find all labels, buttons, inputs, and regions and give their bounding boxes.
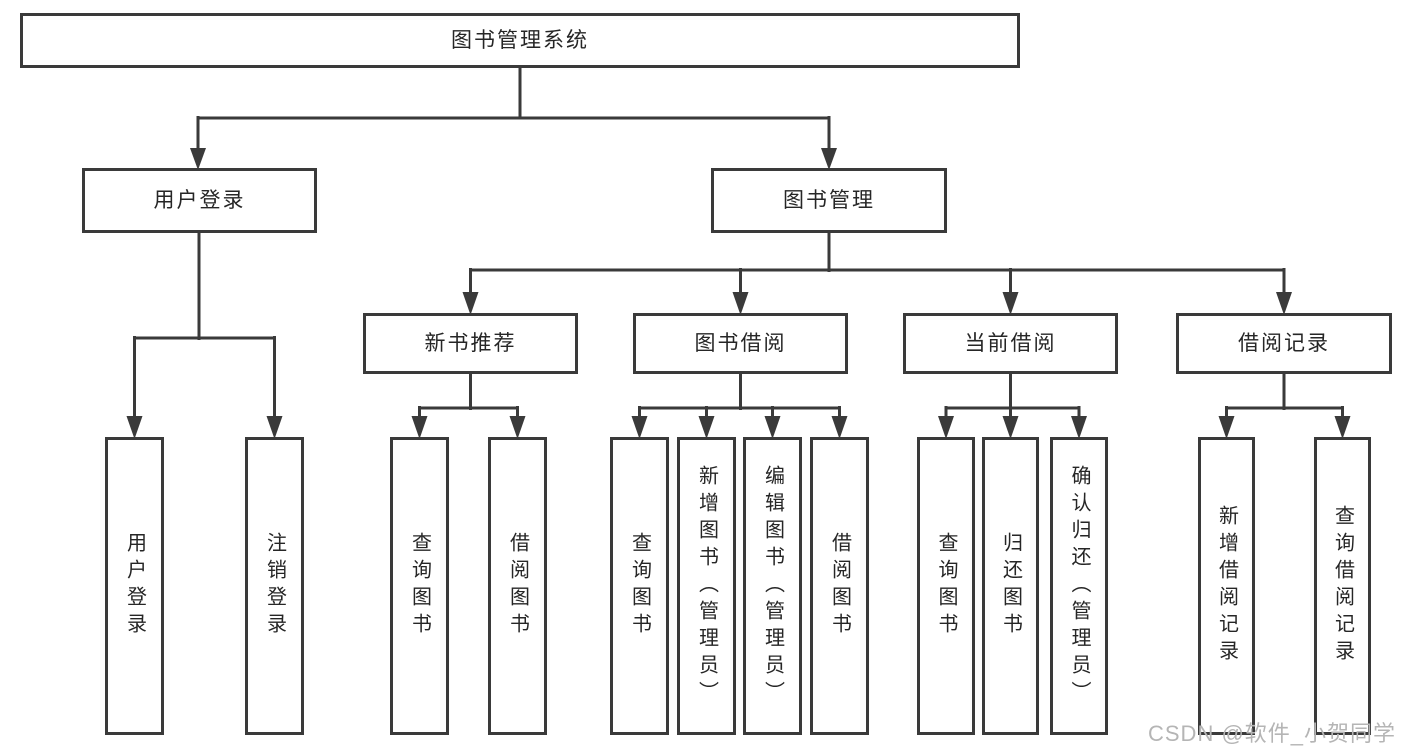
leaf-add-borrow-record: 新增借阅记录 <box>1198 437 1255 735</box>
leaf-query-books-current: 查询图书 <box>917 437 975 735</box>
leaf-user-login: 用户登录 <box>105 437 164 735</box>
node-new-book-recommend: 新书推荐 <box>363 313 578 374</box>
leaf-borrow-books: 借阅图书 <box>810 437 869 735</box>
node-current-borrowing: 当前借阅 <box>903 313 1118 374</box>
connector-book-borrow-group <box>631 374 848 439</box>
leaf-confirm-return-admin: 确认归还（管理员） <box>1050 437 1108 735</box>
node-borrowing-records: 借阅记录 <box>1176 313 1392 374</box>
node-book-borrowing: 图书借阅 <box>633 313 848 374</box>
connector-root-to-level2 <box>190 68 837 170</box>
leaf-return-books: 归还图书 <box>982 437 1039 735</box>
leaf-borrow-books-newbook: 借阅图书 <box>488 437 547 735</box>
leaf-logout: 注销登录 <box>245 437 304 735</box>
connector-borrow-records-group <box>1218 374 1351 439</box>
leaf-query-books-newbook: 查询图书 <box>390 437 449 735</box>
node-user-login: 用户登录 <box>82 168 317 233</box>
connector-user-login-group <box>126 233 283 439</box>
connector-new-books-group <box>411 374 526 439</box>
connector-current-borrow-group <box>938 374 1087 439</box>
leaf-query-books-borrow: 查询图书 <box>610 437 669 735</box>
leaf-query-borrow-record: 查询借阅记录 <box>1314 437 1371 735</box>
leaf-edit-books-admin: 编辑图书（管理员） <box>743 437 802 735</box>
node-library-system: 图书管理系统 <box>20 13 1020 68</box>
connector-book-mgmt-group <box>462 233 1292 315</box>
node-book-management: 图书管理 <box>711 168 947 233</box>
leaf-add-books-admin: 新增图书（管理员） <box>677 437 736 735</box>
csdn-watermark: CSDN @软件_小贺同学 <box>1148 721 1397 746</box>
